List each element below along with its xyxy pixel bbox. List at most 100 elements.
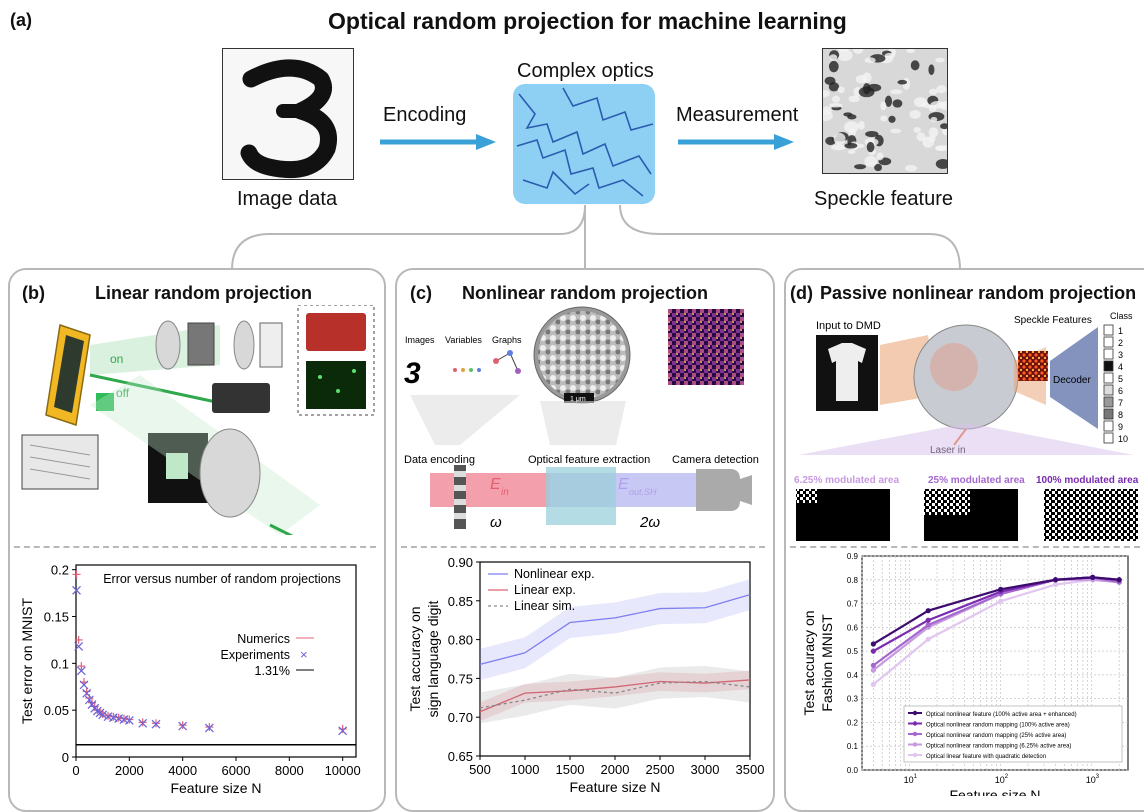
series-point: [998, 586, 1004, 592]
omega-label: ω: [490, 514, 502, 531]
experiments-point: [87, 700, 97, 709]
numerics-point: [77, 662, 86, 671]
y-axis-label-line2: Fashion MNIST: [819, 614, 835, 712]
y-tick-label: 0.05: [44, 703, 69, 718]
series-point: [870, 662, 876, 668]
x-tick-label: 1000: [511, 762, 540, 777]
series-point: [1052, 581, 1059, 588]
y-axis-label-line2: sign language digit: [425, 601, 441, 718]
legend-box: [903, 705, 1123, 763]
series-band: [480, 665, 750, 724]
series-point: [1052, 577, 1059, 583]
encoding-arrow: [380, 134, 496, 150]
x-tick-label: 10000: [325, 763, 361, 778]
y-tick-label: 0.1: [51, 656, 69, 671]
x-tick-label: 2000: [115, 763, 144, 778]
x-tick-label: 3500: [736, 762, 765, 777]
class-label: 5: [1118, 374, 1123, 384]
class-label: 7: [1118, 398, 1123, 408]
x-tick-label: 10: [995, 775, 1005, 785]
two-omega-label: 2ω: [639, 514, 660, 531]
experiments-point: [338, 726, 348, 736]
x-tick-label: 500: [469, 762, 491, 777]
input-dmd-label: Input to DMD: [816, 320, 881, 332]
numerics-point: [138, 718, 147, 727]
on-label: on: [110, 352, 123, 366]
y-tick-label: 0.6: [847, 623, 859, 632]
class-box: [1103, 348, 1114, 360]
numerics-point: [72, 570, 81, 579]
encoding-label: Encoding: [383, 104, 467, 126]
y-tick-label: 0.8: [847, 576, 859, 585]
speckle-image: [822, 48, 948, 174]
panel-c-divider: [401, 546, 765, 548]
experiments-point: [79, 680, 89, 690]
y-tick-label: 0.9: [847, 552, 859, 561]
x-axis-label: Feature size N: [569, 779, 660, 795]
legend-marker: [912, 742, 918, 747]
complex-optics-label: Complex optics: [517, 60, 654, 82]
nonlinear-setup-illustration: Images Variables Graphs 3 1 μm Data enco…: [404, 306, 759, 531]
x-tick-label: 10: [1086, 775, 1096, 785]
class-box: [1103, 372, 1114, 384]
experiments-point: [72, 585, 81, 595]
class-label: 6: [1118, 386, 1123, 396]
experiments-point: [98, 710, 108, 720]
image-data-caption: Image data: [237, 188, 338, 210]
experiments-point: [74, 642, 84, 651]
panel-d-divider: [790, 546, 1140, 548]
series-point: [1116, 577, 1122, 583]
numerics-point: [152, 719, 160, 728]
area3-label: 100% modulated area: [1036, 475, 1139, 486]
data-encoding-label: Data encoding: [404, 454, 475, 466]
experiments-point: [119, 715, 129, 724]
panel-c-title: Nonlinear random projection: [462, 283, 709, 303]
class-label: 1: [1118, 326, 1123, 336]
measurement-arrow: [678, 134, 794, 150]
x-tick-label: 6000: [222, 763, 251, 778]
y-axis-label: Test error on MNIST: [19, 598, 35, 724]
legend-experiments: Experiments: [221, 648, 290, 662]
experiments-point: [138, 718, 148, 728]
class-label: 8: [1118, 410, 1123, 420]
y-tick-label: 0.70: [448, 710, 473, 725]
class-box: [1103, 360, 1114, 372]
numerics-point: [338, 724, 347, 733]
variables-label: Variables: [445, 335, 482, 345]
numerics-point: [125, 715, 134, 724]
series-point: [870, 641, 876, 647]
panel-b-label: (b): [22, 283, 45, 303]
y-tick-label: 0.90: [448, 555, 473, 570]
panel-connectors: [231, 204, 961, 271]
numerics-point: [178, 721, 187, 730]
x-tick-label: 10: [904, 775, 914, 785]
x-tick-exponent: 3: [1096, 774, 1100, 780]
y-axis-label-line1: Test accuracy on: [801, 610, 817, 715]
experiments-point: [124, 716, 134, 725]
e-out-label: E: [618, 476, 629, 493]
svg-text:3: 3: [404, 357, 421, 390]
class-label: 4: [1118, 362, 1123, 372]
y-tick-label: 0.80: [448, 633, 473, 648]
series-point: [998, 598, 1004, 604]
e-out-sub: out,SH: [629, 487, 657, 497]
series-point: [925, 636, 931, 642]
y-tick-label: 0.7: [847, 600, 859, 609]
experiments-point: [151, 719, 161, 729]
y-tick-label: 0.15: [44, 610, 69, 625]
legend-label: Linear sim.: [514, 599, 575, 613]
series-band: [480, 579, 750, 680]
panel-b-title: Linear random projection: [95, 283, 313, 303]
x-axis-label: Feature size N: [949, 787, 1040, 796]
class-label: 9: [1118, 422, 1123, 432]
series-line: [872, 576, 1120, 645]
x-tick-label: 2500: [646, 762, 675, 777]
x-tick-exponent: 1: [914, 774, 918, 780]
series-band: [480, 670, 750, 722]
panel-d-label: (d): [790, 283, 813, 303]
off-label: off: [116, 386, 130, 400]
legend-marker: [912, 731, 918, 737]
